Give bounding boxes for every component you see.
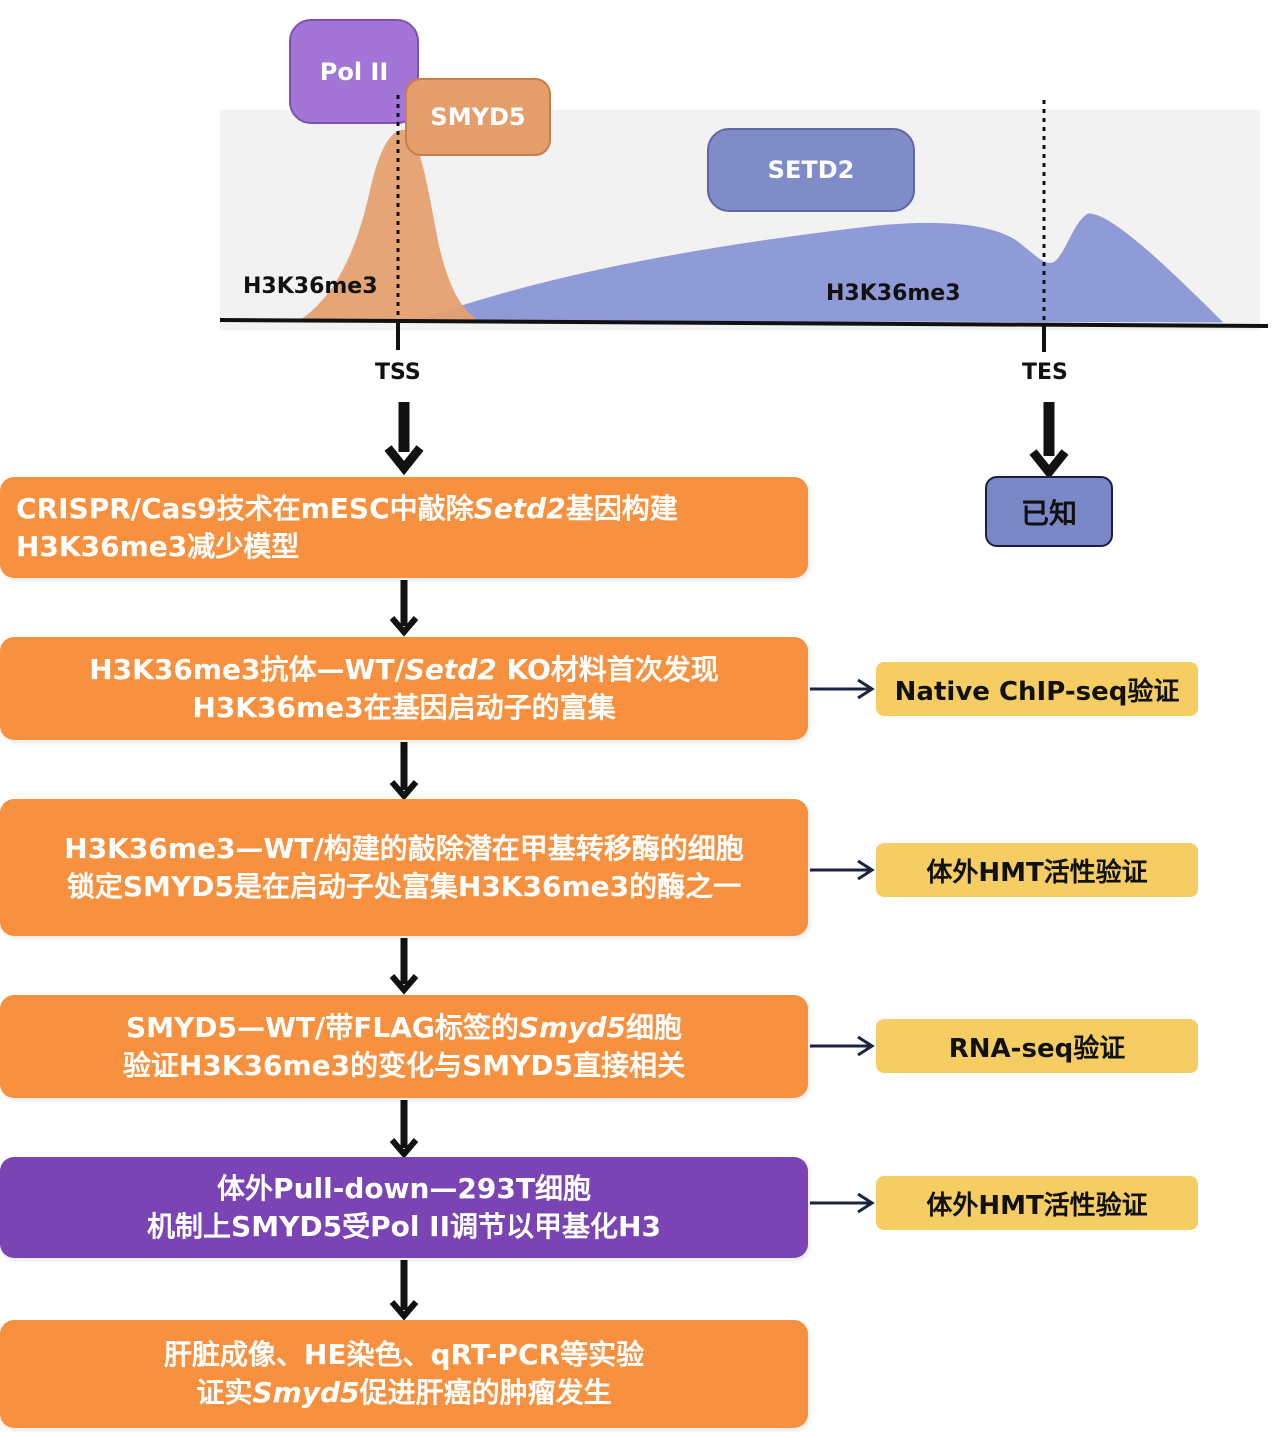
step-6-line-2: 证实Smyd5促进肝癌的肿瘤发生 (196, 1376, 612, 1409)
step-4-line-2: 验证H3K36me3的变化与SMYD5直接相关 (122, 1048, 686, 1082)
setd2-label: SETD2 (767, 156, 855, 184)
h3k36me3-peak-label: H3K36me3 (243, 274, 378, 299)
validation-arrow-1 (810, 678, 875, 700)
tss-down-arrow (384, 402, 424, 476)
validation-arrow-4 (810, 1192, 875, 1214)
step-arrow-5 (389, 1260, 419, 1321)
tss-dotted-overlay (396, 95, 400, 155)
step-arrow-1 (389, 580, 419, 637)
step-4-box: SMYD5—WT/带FLAG标签的Smyd5细胞 验证H3K36me3的变化与S… (0, 995, 808, 1098)
genome-baseline (219, 318, 1269, 328)
validation-box-2: 体外HMT活性验证 (876, 843, 1198, 897)
smyd5-h3k36me3-peak (300, 129, 478, 320)
pol2-badge: Pol II (289, 19, 419, 124)
known-box: 已知 (985, 476, 1113, 547)
step-4-line-1: SMYD5—WT/带FLAG标签的Smyd5细胞 (125, 1010, 682, 1044)
validation-arrow-2 (810, 859, 875, 881)
step-5-line-1: 体外Pull-down—293T细胞 (217, 1171, 591, 1205)
step-arrow-2 (389, 742, 419, 801)
step-6-line-1: 肝脏成像、HE染色、qRT-PCR等实验 (163, 1338, 645, 1371)
step-3-box: H3K36me3—WT/构建的敲除潜在甲基转移酶的细胞 锁定SMYD5是在启动子… (0, 799, 808, 936)
step-3-line-1: H3K36me3—WT/构建的敲除潜在甲基转移酶的细胞 (64, 831, 744, 865)
step-arrow-3 (389, 938, 419, 995)
validation-box-4: 体外HMT活性验证 (876, 1176, 1198, 1230)
known-label: 已知 (1020, 496, 1077, 530)
step-3-line-2: 锁定SMYD5是在启动子处富集H3K36me3的酶之一 (66, 869, 742, 903)
step-arrow-4 (389, 1100, 419, 1159)
step-2-line-1: H3K36me3抗体—WT/Setd2 KO材料首次发现 (89, 652, 719, 686)
step-1-line-2: H3K36me3减少模型 (16, 529, 300, 563)
h3k36me3-body-label: H3K36me3 (826, 281, 961, 306)
pol2-label: Pol II (319, 57, 389, 86)
step-1-box: CRISPR/Cas9技术在mESC中敲除Setd2基因构建 H3K36me3减… (0, 477, 808, 578)
validation-label-3: RNA-seq验证 (948, 1033, 1126, 1064)
step-6-box: 肝脏成像、HE染色、qRT-PCR等实验 证实Smyd5促进肝癌的肿瘤发生 (0, 1320, 808, 1428)
step-2-box: H3K36me3抗体—WT/Setd2 KO材料首次发现 H3K36me3在基因… (0, 637, 808, 740)
tss-label: TSS (375, 360, 421, 385)
smyd5-label: SMYD5 (430, 103, 526, 131)
setd2-badge: SETD2 (707, 128, 915, 212)
smyd5-badge: SMYD5 (405, 78, 551, 156)
validation-label-4: 体外HMT活性验证 (926, 1190, 1148, 1221)
validation-arrow-3 (810, 1035, 875, 1057)
tes-label: TES (1022, 360, 1068, 385)
validation-label-2: 体外HMT活性验证 (926, 857, 1148, 888)
tes-down-arrow (1029, 402, 1069, 480)
step-5-line-2: 机制上SMYD5受Pol II调节以甲基化H3 (147, 1209, 661, 1243)
setd2-h3k36me3-profile (419, 213, 1224, 323)
step-2-line-2: H3K36me3在基因启动子的富集 (192, 690, 616, 724)
step-1-line-1: CRISPR/Cas9技术在mESC中敲除Setd2基因构建 (16, 491, 678, 525)
validation-box-3: RNA-seq验证 (876, 1019, 1198, 1073)
step-5-box: 体外Pull-down—293T细胞 机制上SMYD5受Pol II调节以甲基化… (0, 1157, 808, 1258)
validation-box-1: Native ChIP-seq验证 (876, 662, 1198, 716)
validation-label-1: Native ChIP-seq验证 (894, 676, 1180, 707)
